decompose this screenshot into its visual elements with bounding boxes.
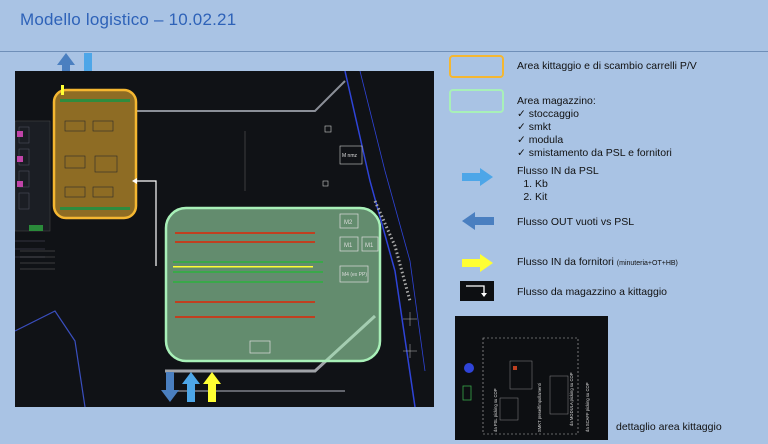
magenta-marker-3 (17, 181, 23, 187)
legend-warehouse-kitting: Flusso da magazzino a kittaggio (517, 286, 667, 299)
storage-row-4 (175, 316, 315, 318)
detail-blue-marker (464, 363, 474, 373)
smkt-row-2 (173, 271, 323, 273)
legend-warehouse-item: modula (517, 134, 672, 147)
label-m1-a: M1 (344, 243, 353, 249)
legend-warehouse-kitting-icon (460, 281, 494, 301)
outer-boundary-right (344, 71, 416, 407)
kitting-area-box (52, 88, 138, 220)
label-m-nm: M nmz (342, 153, 358, 159)
detail-outline-dashed (482, 337, 579, 435)
room-m-nm (339, 145, 363, 165)
small-box-1 (324, 125, 332, 133)
legend-flow-suppliers: Flusso IN da fornitori (minuteria+OT+HB) (517, 256, 678, 270)
detail-green-rack (462, 385, 472, 401)
module-m2 (339, 213, 359, 229)
detail-red-marker (513, 366, 517, 370)
flow-out-arrow-up (57, 53, 75, 83)
legend-flow-suppliers-note: (minuteria+OT+HB) (616, 260, 678, 267)
detail-caption: dettaglio area kittaggio (616, 421, 722, 434)
kitting-detail-plan: da PSL picking su COP SMKT preselfimpoll… (455, 316, 608, 440)
inner-boundary-right (359, 71, 426, 372)
storage-row-1 (175, 232, 315, 234)
legend-flow-in-psl-item: Kb (535, 178, 599, 191)
legend-warehouse-item: smkt (517, 121, 672, 134)
title-divider (0, 51, 768, 52)
kitting-station-4 (94, 155, 118, 173)
legend-warehouse-list: stoccaggio smkt modula smistamento da PS… (517, 108, 672, 160)
warehouse-floor-plan: M nmz (15, 71, 434, 407)
page-title: Modello logistico – 10.02.21 (20, 10, 237, 29)
module-m4 (339, 265, 369, 283)
detail-label-4: da SCAFF picking su COP (585, 382, 590, 432)
kitting-station-2 (92, 120, 114, 132)
legend-flow-in-psl: Flusso IN da PSL Kb Kit (517, 165, 599, 204)
flow-out-arrow-down (161, 372, 179, 402)
legend-flow-in-psl-title: Flusso IN da PSL (517, 165, 599, 177)
legend-flow-out-arrow-icon (462, 212, 494, 230)
storage-row-3 (175, 301, 315, 303)
legend-flow-in-psl-item: Kit (535, 191, 599, 204)
warehouse-area-box (164, 206, 382, 363)
legend-warehouse-item: smistamento da PSL e fornitori (517, 147, 672, 160)
detail-label-1: da PSL picking su COP (493, 388, 498, 432)
lower-left-boundary (15, 310, 86, 407)
detail-inner-box-1 (509, 360, 533, 390)
legend-flow-in-psl-list: Kb Kit (517, 178, 599, 204)
flow-in-arrow-up (182, 372, 200, 402)
kitting-station-1 (64, 120, 86, 132)
legend-flow-out: Flusso OUT vuoti vs PSL (517, 216, 635, 228)
module-m1-a (339, 236, 359, 252)
detail-label-2: SMKT preselfimpollamenti (537, 383, 542, 432)
detail-caption-text: dettaglio area kittaggio (616, 421, 722, 433)
label-m1-b: M1 (365, 243, 374, 249)
legend-warehouse-kitting-text: Flusso da magazzino a kittaggio (517, 286, 667, 298)
storage-row-2 (175, 241, 315, 243)
kitting-rack-top (60, 99, 130, 102)
dashed-track (373, 200, 412, 302)
label-m4: M4 (ex PP) (342, 272, 367, 278)
kitting-station-3 (64, 155, 86, 169)
kitting-entry-marker (61, 85, 64, 95)
suppliers-arrow-up (203, 372, 221, 402)
detail-inner-box-2 (549, 375, 569, 415)
road-upper (135, 80, 346, 112)
warehouse-to-kitting-arrowhead (132, 178, 137, 184)
legend-warehouse-swatch (449, 89, 504, 113)
legend-warehouse-label: Area magazzino: stoccaggio smkt modula s… (517, 95, 672, 160)
smkt-row-1 (173, 261, 323, 263)
module-m1-b (361, 236, 379, 252)
legend-flow-in-arrow-icon (462, 168, 493, 186)
legend-warehouse-title: Area magazzino: (517, 95, 596, 107)
left-shelf-3 (18, 170, 30, 188)
legend-warehouse-item: stoccaggio (517, 108, 672, 121)
yellow-lane (173, 266, 313, 268)
detail-inner-box-3 (499, 397, 519, 421)
legend-flow-suppliers-text: Flusso IN da fornitori (517, 256, 614, 268)
magenta-marker-2 (17, 156, 23, 162)
bottom-flow-arrows (161, 372, 221, 402)
green-marker (29, 225, 43, 231)
legend-kitting-text: Area kittaggio e di scambio carrelli P/V (517, 60, 697, 72)
kitting-station-6 (92, 186, 114, 198)
smkt-row-3 (173, 281, 323, 283)
legend-suppliers-arrow-icon (462, 254, 493, 272)
kitting-station-5 (64, 186, 86, 198)
sorting-table (249, 340, 271, 354)
kitting-rack-bottom (60, 207, 130, 210)
left-wall-block (15, 120, 51, 232)
detail-label-3: da MODULA picking su COP (569, 372, 574, 426)
small-box-2 (322, 180, 329, 187)
label-m2: M2 (344, 220, 353, 226)
left-hatch (15, 240, 45, 258)
legend-kitting-swatch (449, 55, 504, 78)
legend-kitting-label: Area kittaggio e di scambio carrelli P/V (517, 60, 697, 73)
left-shelf-4 (18, 192, 30, 210)
warehouse-to-kitting-connector (137, 180, 157, 266)
magenta-marker-1 (17, 131, 23, 137)
